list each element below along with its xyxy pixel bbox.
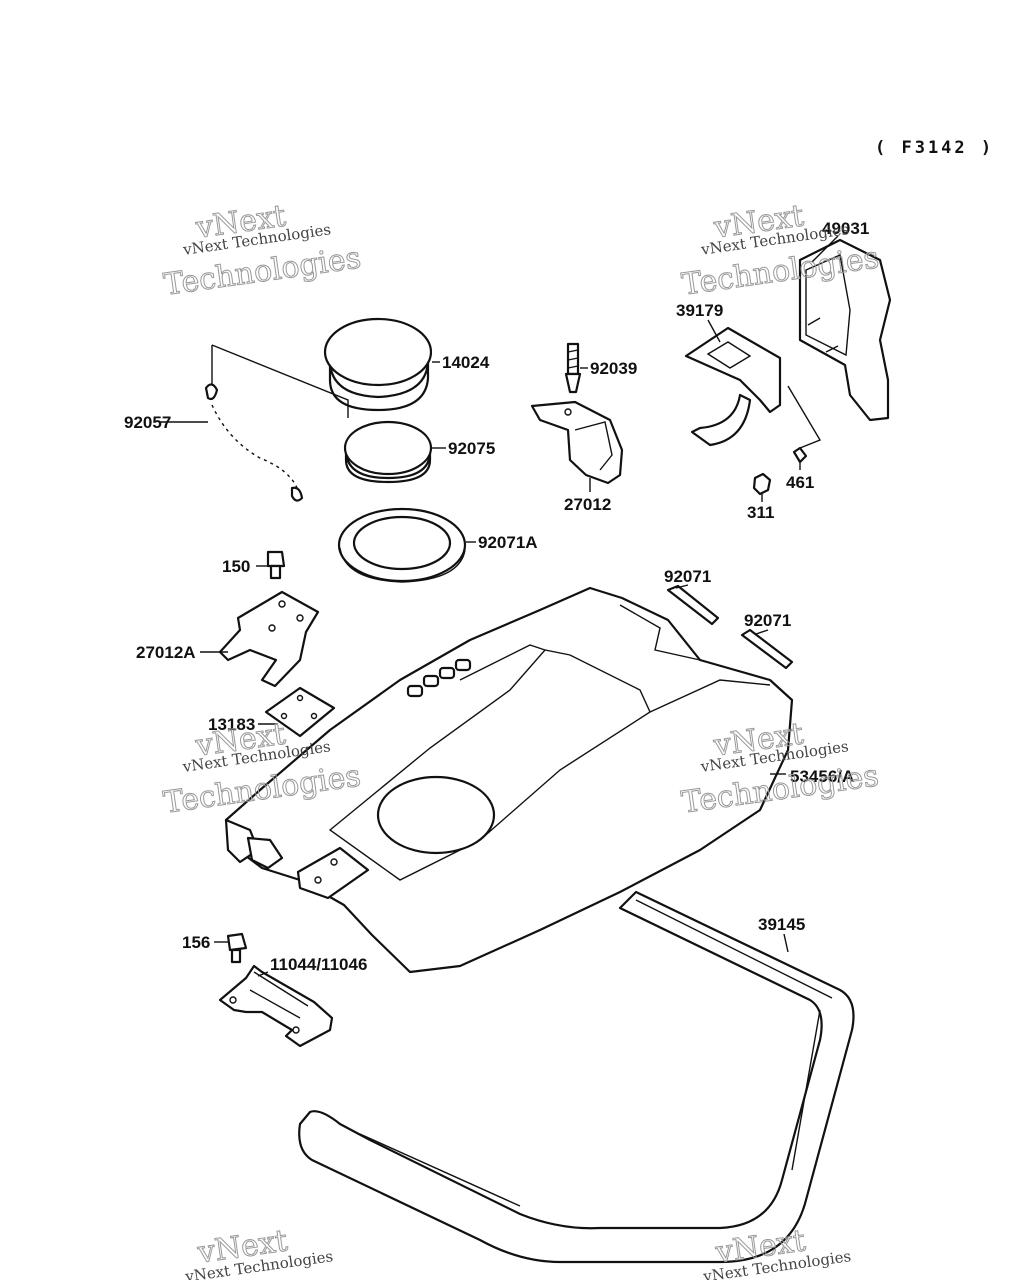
- label-11044-11046: 11044/11046: [270, 955, 367, 974]
- label-49031: 49031: [822, 219, 869, 238]
- label-14024: 14024: [442, 353, 490, 372]
- part-461-washer: [787, 385, 822, 464]
- tank-cover-vent-slots: [406, 658, 472, 698]
- part-27012-bracket: [530, 400, 624, 485]
- part-27012A-bracket: [218, 590, 320, 688]
- watermark-top-left: vNext vNext Technologies Technologies: [161, 198, 363, 303]
- diagram-reference-code: ( F3142 ): [875, 138, 994, 158]
- part-49031-cover: [798, 238, 892, 422]
- part-39179-bracket: [684, 326, 782, 447]
- part-92075-cap: [343, 420, 433, 484]
- label-53456A: 53456/A: [790, 767, 854, 786]
- part-92039-bolt: [564, 342, 582, 394]
- label-39179: 39179: [676, 301, 723, 320]
- part-311-nut: [752, 472, 772, 496]
- label-39145: 39145: [758, 915, 805, 934]
- part-156-bolt: [226, 932, 248, 964]
- label-27012A: 27012A: [136, 643, 196, 662]
- part-92057-chain: [204, 344, 349, 502]
- part-92071-strip-upper: [666, 584, 720, 626]
- label-92071A: 92071A: [478, 533, 538, 552]
- label-27012: 27012: [564, 495, 611, 514]
- label-150: 150: [222, 557, 250, 576]
- part-53456A-tank-cover: [224, 586, 794, 974]
- part-39145-seal: [298, 890, 855, 1264]
- label-92071-upper: 92071: [664, 567, 711, 586]
- part-13183-plate: [264, 686, 336, 738]
- label-311: 311: [747, 503, 774, 522]
- part-92071-strip-lower: [740, 628, 794, 670]
- label-92057: 92057: [124, 413, 171, 432]
- part-11044-11046-bracket: [218, 964, 334, 1048]
- label-13183: 13183: [208, 715, 255, 734]
- watermark-bottom-left: vNext vNext Technologies: [183, 1223, 334, 1280]
- watermark-bottom-right: vNext vNext Technologies: [701, 1223, 852, 1280]
- label-461: 461: [786, 473, 814, 492]
- part-150-bolt: [266, 550, 286, 580]
- label-92071-lower: 92071: [744, 611, 791, 630]
- label-156: 156: [182, 933, 210, 952]
- part-14024-cap: [323, 317, 433, 412]
- leader-lines: [160, 235, 839, 977]
- label-92039: 92039: [590, 359, 637, 378]
- part-92071A-grommet: [337, 507, 467, 583]
- label-92075: 92075: [448, 439, 495, 458]
